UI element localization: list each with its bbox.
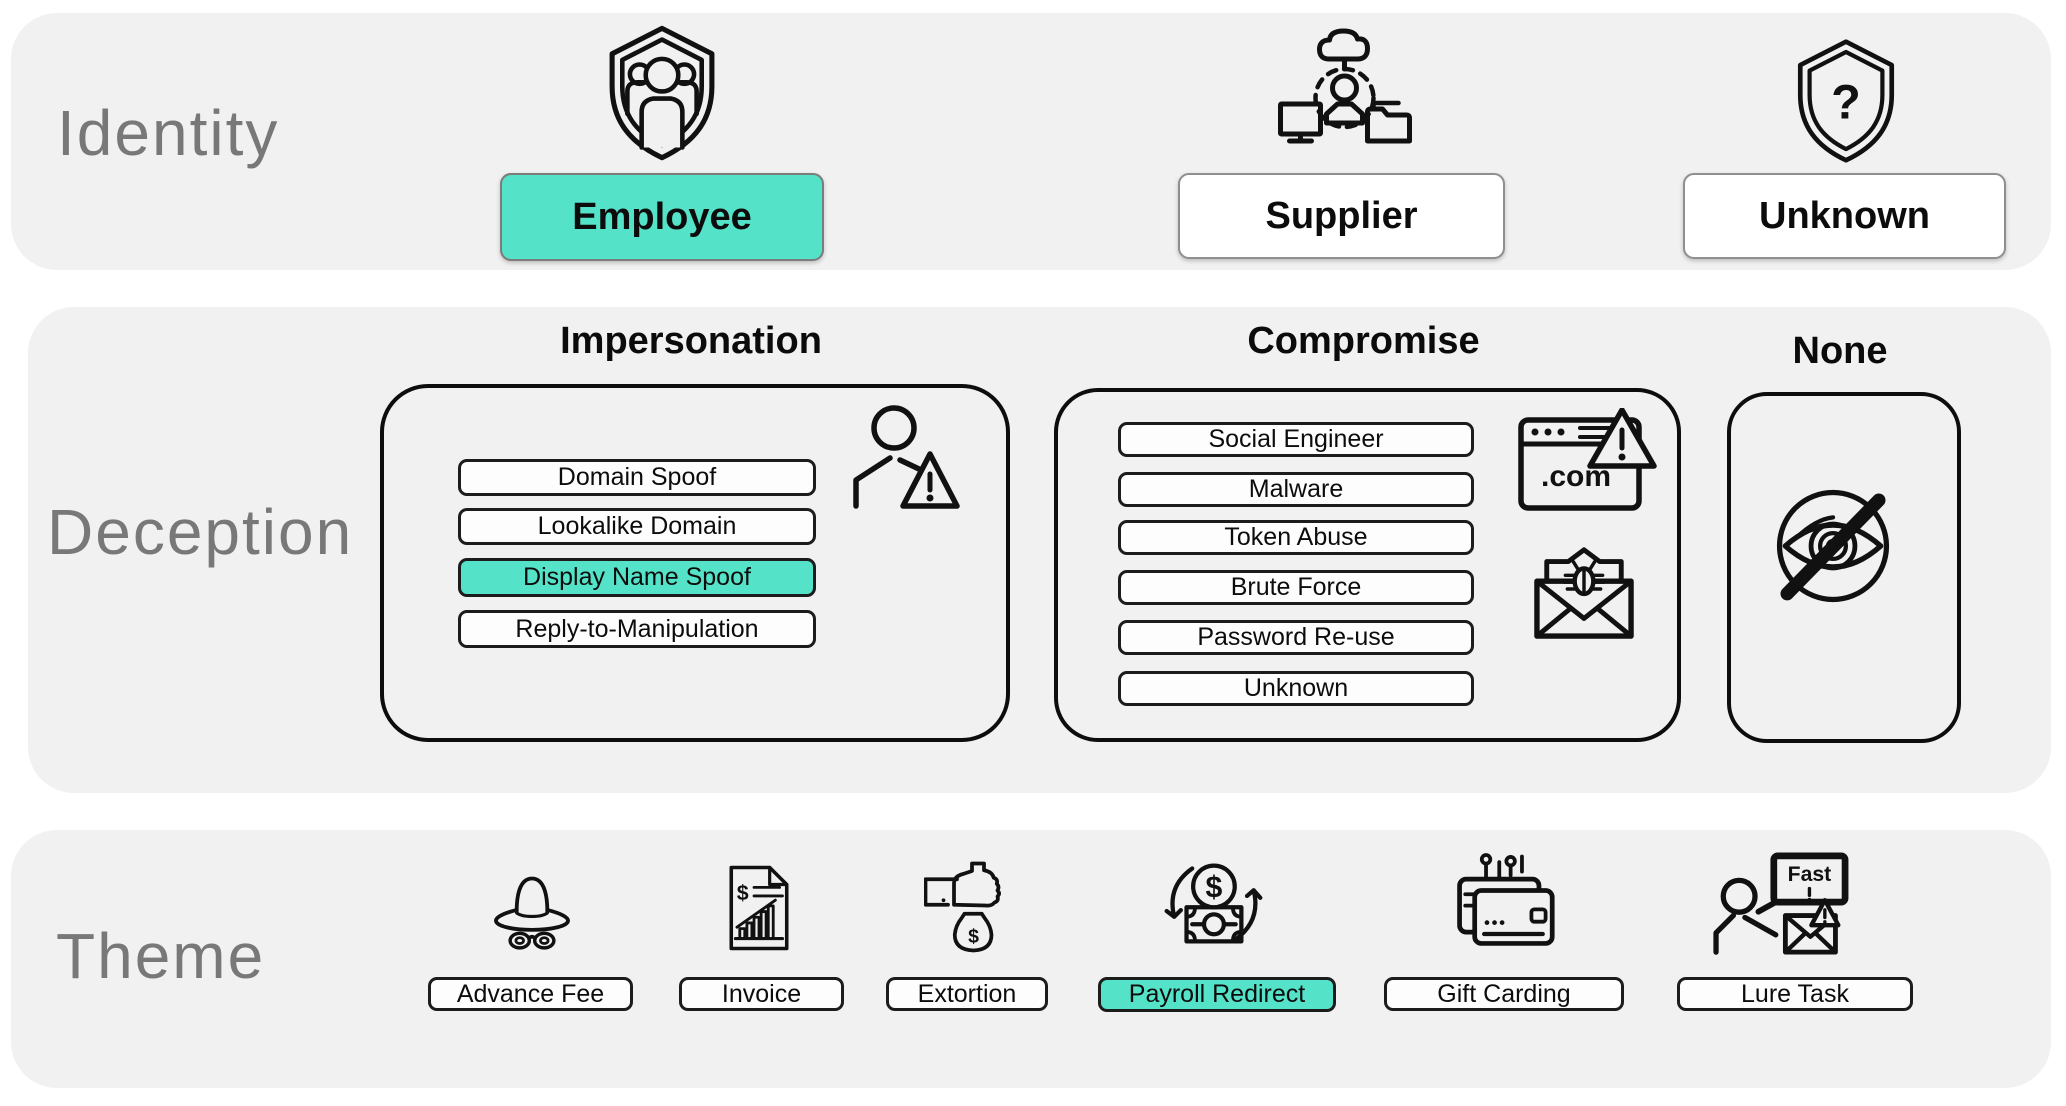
- identity-option-supplier[interactable]: Supplier: [1178, 173, 1505, 259]
- question-mark: ?: [1831, 75, 1861, 129]
- identity-option-employee[interactable]: Employee: [500, 173, 824, 261]
- invoice-dollar: $: [737, 881, 749, 905]
- theme-option-gift-carding[interactable]: Gift Carding: [1384, 977, 1624, 1011]
- gift-card-icon: [1452, 848, 1556, 950]
- deception-option-display-name-spoof[interactable]: Display Name Spoof: [458, 558, 816, 597]
- invoice-document-icon: $: [727, 862, 791, 954]
- urgent-task-icon: Fast: [1712, 852, 1852, 956]
- identity-row-label: Identity: [57, 97, 280, 169]
- malicious-site-icon: .com: [1518, 408, 1658, 511]
- hidden-eye-icon: [1767, 483, 1899, 609]
- theme-row-panel: [11, 830, 2051, 1088]
- coin-dollar: $: [1206, 871, 1223, 904]
- money-cycle-icon: $: [1163, 860, 1263, 947]
- identity-option-unknown[interactable]: Unknown: [1683, 173, 2006, 259]
- theme-option-extortion[interactable]: Extortion: [886, 977, 1048, 1011]
- theme-option-lure-task[interactable]: Lure Task: [1677, 977, 1913, 1011]
- deception-option-unknown[interactable]: Unknown: [1118, 671, 1474, 706]
- none-box: [1727, 392, 1961, 743]
- deception-option-malware[interactable]: Malware: [1118, 472, 1474, 507]
- theme-row-label: Theme: [56, 920, 266, 992]
- impersonation-heading: Impersonation: [560, 320, 822, 362]
- theme-option-invoice[interactable]: Invoice: [679, 977, 844, 1011]
- deception-row-panel: [28, 307, 2051, 793]
- money-bag-fist-icon: $: [924, 858, 1008, 956]
- impersonation-box: [380, 384, 1010, 742]
- deception-option-password-reuse[interactable]: Password Re-use: [1118, 620, 1474, 655]
- deception-option-token-abuse[interactable]: Token Abuse: [1118, 520, 1474, 555]
- shield-question-icon: ?: [1793, 38, 1899, 164]
- deception-option-reply-to-manipulation[interactable]: Reply-to-Manipulation: [458, 610, 816, 648]
- bag-dollar: $: [968, 925, 979, 947]
- theme-option-advance-fee[interactable]: Advance Fee: [428, 977, 633, 1011]
- shield-people-icon: [606, 24, 718, 162]
- deception-option-social-engineer[interactable]: Social Engineer: [1118, 422, 1474, 457]
- theme-option-payroll-redirect[interactable]: Payroll Redirect: [1098, 977, 1336, 1012]
- compromise-heading: Compromise: [1247, 320, 1480, 362]
- spy-icon: [486, 872, 578, 954]
- cloud-supplier-network-icon: [1277, 28, 1413, 156]
- compromise-box: [1054, 388, 1681, 742]
- person-warning-icon: [850, 402, 960, 510]
- none-heading: None: [1792, 330, 1888, 372]
- deception-option-domain-spoof[interactable]: Domain Spoof: [458, 459, 816, 496]
- bubble-text: Fast: [1788, 863, 1832, 886]
- deception-row-label: Deception: [47, 496, 354, 568]
- malware-email-icon: [1531, 540, 1637, 640]
- deception-option-brute-force[interactable]: Brute Force: [1118, 570, 1474, 605]
- deception-option-lookalike-domain[interactable]: Lookalike Domain: [458, 508, 816, 545]
